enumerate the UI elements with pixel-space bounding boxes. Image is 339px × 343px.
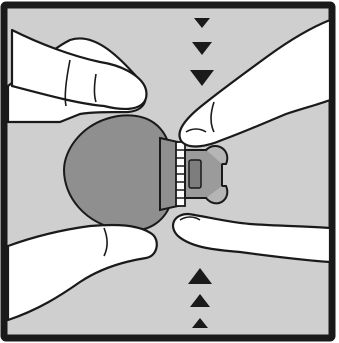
toothed-ring [176,142,185,206]
lugged-part [185,146,227,203]
